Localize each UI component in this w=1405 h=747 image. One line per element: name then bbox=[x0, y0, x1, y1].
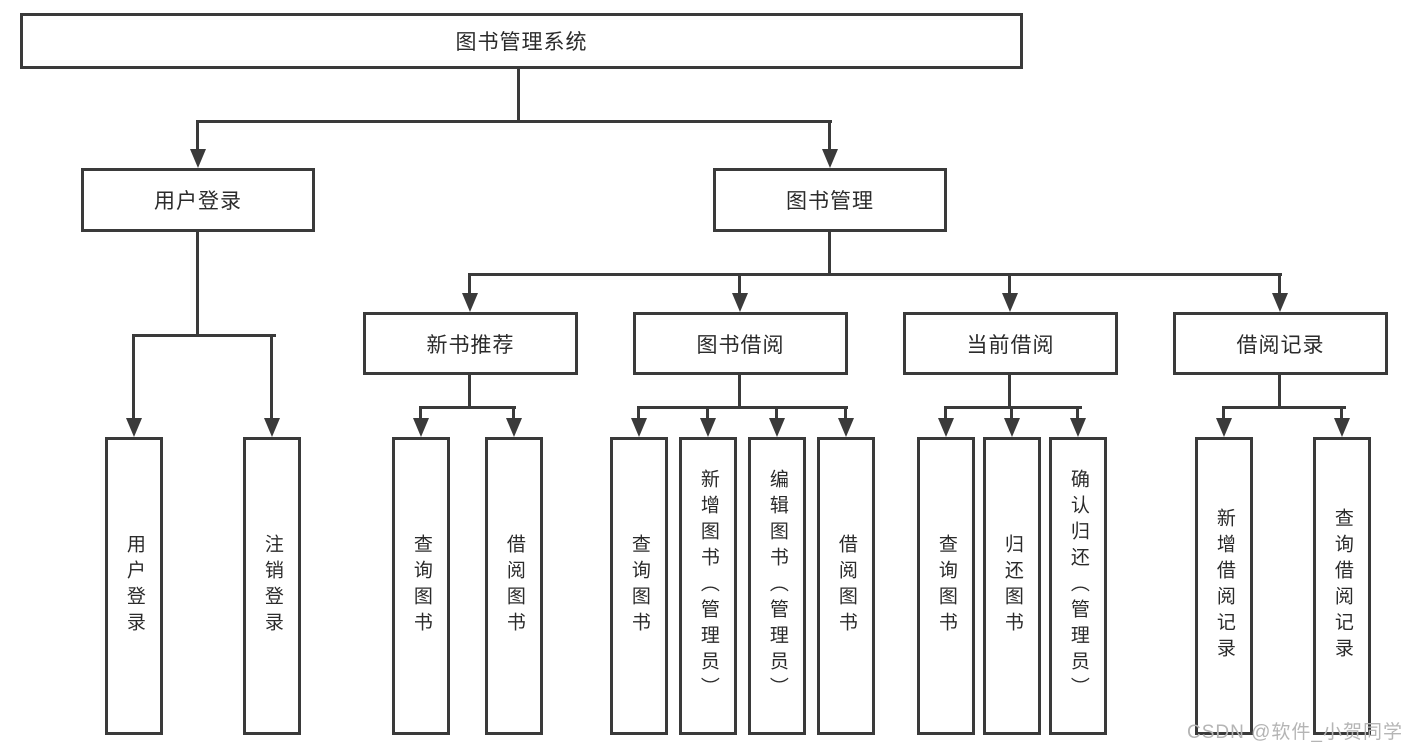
connector-segment bbox=[132, 334, 135, 422]
arrowhead-down-icon bbox=[700, 418, 716, 437]
connector-segment bbox=[944, 406, 947, 422]
node-label: 新增图书（管理员） bbox=[697, 469, 719, 703]
csdn-watermark: CSDN @软件_小贺同学 bbox=[1187, 722, 1403, 743]
arrowhead-down-icon bbox=[1334, 418, 1350, 437]
node-label: 归还图书 bbox=[1001, 534, 1023, 638]
node-label: 借阅图书 bbox=[503, 534, 525, 638]
connector-segment bbox=[132, 334, 276, 337]
node-label: 查询图书 bbox=[410, 534, 432, 638]
arrowhead-down-icon bbox=[1004, 418, 1020, 437]
node-book-management: 图书管理 bbox=[713, 168, 947, 232]
node-label: 图书管理系统 bbox=[455, 31, 588, 54]
node-label: 图书管理 bbox=[786, 190, 874, 213]
connector-segment bbox=[1076, 406, 1079, 422]
connector-segment bbox=[706, 406, 709, 422]
leaf-newbook-borrow-books: 借阅图书 bbox=[485, 437, 543, 735]
node-label: 编辑图书（管理员） bbox=[766, 469, 788, 703]
connector-segment bbox=[196, 120, 832, 123]
arrowhead-down-icon bbox=[506, 418, 522, 437]
arrowhead-down-icon bbox=[838, 418, 854, 437]
leaf-borrowing-edit-book-admin: 编辑图书（管理员） bbox=[748, 437, 806, 735]
node-label: 确认归还（管理员） bbox=[1067, 469, 1089, 703]
connector-segment bbox=[1278, 273, 1281, 297]
arrowhead-down-icon bbox=[769, 418, 785, 437]
connector-segment bbox=[738, 375, 741, 409]
leaf-current-query-books: 查询图书 bbox=[917, 437, 975, 735]
arrowhead-down-icon bbox=[190, 149, 206, 168]
leaf-borrowing-borrow-books: 借阅图书 bbox=[817, 437, 875, 735]
connector-segment bbox=[468, 375, 471, 409]
node-label: 用户登录 bbox=[154, 190, 242, 213]
arrowhead-down-icon bbox=[126, 418, 142, 437]
connector-segment bbox=[828, 120, 831, 153]
leaf-newbook-query-books: 查询图书 bbox=[392, 437, 450, 735]
connector-segment bbox=[828, 232, 831, 276]
leaf-current-confirm-return-admin: 确认归还（管理员） bbox=[1049, 437, 1107, 735]
node-label: 借阅记录 bbox=[1236, 333, 1325, 357]
connector-segment bbox=[270, 334, 273, 422]
connector-segment bbox=[468, 273, 471, 297]
node-label: 查询图书 bbox=[935, 534, 957, 638]
node-label: 当前借阅 bbox=[966, 333, 1055, 357]
node-label: 查询借阅记录 bbox=[1331, 508, 1353, 664]
arrowhead-down-icon bbox=[1002, 293, 1018, 312]
connector-segment bbox=[419, 406, 516, 409]
node-current-borrowing: 当前借阅 bbox=[903, 312, 1118, 375]
connector-segment bbox=[1222, 406, 1346, 409]
connector-segment bbox=[775, 406, 778, 422]
connector-segment bbox=[1008, 273, 1011, 297]
node-label: 新书推荐 bbox=[426, 333, 515, 357]
connector-segment bbox=[738, 273, 741, 297]
node-label: 新增借阅记录 bbox=[1213, 508, 1235, 664]
connector-segment bbox=[419, 406, 422, 422]
connector-segment bbox=[517, 69, 520, 122]
leaf-logout: 注销登录 bbox=[243, 437, 301, 735]
connector-segment bbox=[844, 406, 847, 422]
connector-segment bbox=[196, 232, 199, 337]
arrowhead-down-icon bbox=[264, 418, 280, 437]
connector-segment bbox=[1008, 375, 1011, 409]
connector-segment bbox=[1010, 406, 1013, 422]
node-new-book-recommend: 新书推荐 bbox=[363, 312, 578, 375]
connector-segment bbox=[1340, 406, 1343, 422]
leaf-borrowing-query-books: 查询图书 bbox=[610, 437, 668, 735]
arrowhead-down-icon bbox=[822, 149, 838, 168]
leaf-user-login: 用户登录 bbox=[105, 437, 163, 735]
arrowhead-down-icon bbox=[631, 418, 647, 437]
arrowhead-down-icon bbox=[938, 418, 954, 437]
arrowhead-down-icon bbox=[462, 293, 478, 312]
connector-segment bbox=[944, 406, 1082, 409]
node-label: 用户登录 bbox=[123, 534, 145, 638]
node-label: 借阅图书 bbox=[835, 534, 857, 638]
connector-segment bbox=[468, 273, 1282, 276]
connector-segment bbox=[512, 406, 515, 422]
node-label: 图书借阅 bbox=[696, 333, 785, 357]
arrowhead-down-icon bbox=[1216, 418, 1232, 437]
node-label: 注销登录 bbox=[261, 534, 283, 638]
arrowhead-down-icon bbox=[1070, 418, 1086, 437]
node-book-borrowing: 图书借阅 bbox=[633, 312, 848, 375]
leaf-records-query-borrow-record: 查询借阅记录 bbox=[1313, 437, 1371, 735]
connector-segment bbox=[196, 120, 199, 153]
arrowhead-down-icon bbox=[1272, 293, 1288, 312]
leaf-current-return-books: 归还图书 bbox=[983, 437, 1041, 735]
node-user-login: 用户登录 bbox=[81, 168, 315, 232]
connector-segment bbox=[637, 406, 848, 409]
connector-segment bbox=[1278, 375, 1281, 409]
leaf-records-add-borrow-record: 新增借阅记录 bbox=[1195, 437, 1253, 735]
connector-segment bbox=[637, 406, 640, 422]
node-borrowing-records: 借阅记录 bbox=[1173, 312, 1388, 375]
node-label: 查询图书 bbox=[628, 534, 650, 638]
node-library-system: 图书管理系统 bbox=[20, 13, 1023, 69]
arrowhead-down-icon bbox=[413, 418, 429, 437]
arrowhead-down-icon bbox=[732, 293, 748, 312]
connector-segment bbox=[1222, 406, 1225, 422]
leaf-borrowing-add-book-admin: 新增图书（管理员） bbox=[679, 437, 737, 735]
